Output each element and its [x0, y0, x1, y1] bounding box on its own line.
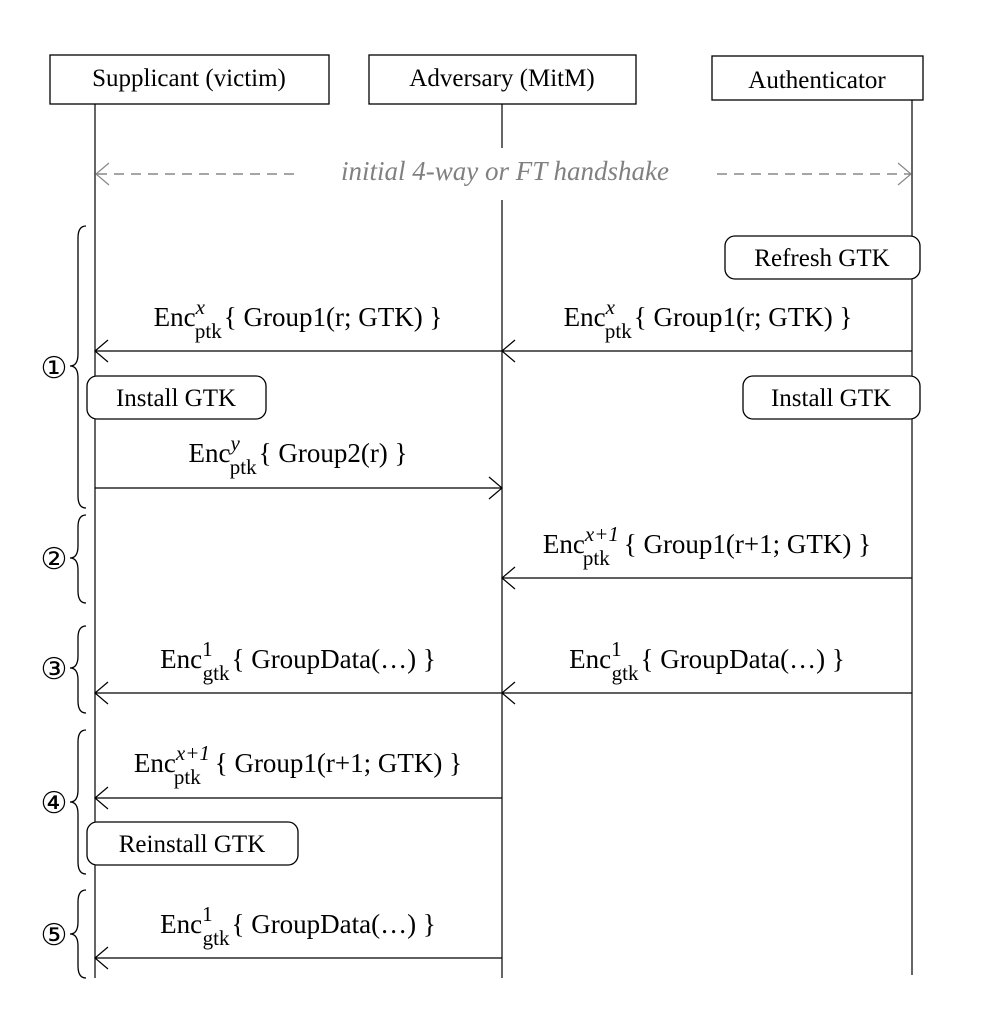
install-gtk-supplicant-box: Install GTK — [86, 375, 267, 420]
phase-5-brace: ⑤ — [41, 889, 87, 979]
phase-4-label: ④ — [41, 787, 68, 820]
participant-authenticator: Authenticator — [711, 55, 924, 101]
reinstall-gtk-label: Reinstall GTK — [119, 831, 266, 858]
phase-3-label: ③ — [41, 653, 68, 686]
participant-adversary: Adversary (MitM) — [368, 54, 637, 105]
install-gtk-supplicant-label: Install GTK — [116, 385, 236, 412]
phase-2-brace: ② — [41, 514, 87, 604]
refresh-gtk-label: Refresh GTK — [754, 245, 889, 272]
phase-2-label: ② — [41, 543, 68, 576]
reinstall-gtk-box: Reinstall GTK — [86, 821, 299, 866]
handshake-arrow: initial 4-way or FT handshake — [95, 156, 912, 186]
install-gtk-authenticator-box: Install GTK — [742, 375, 921, 420]
phase-3-brace: ③ — [41, 625, 87, 714]
participant-adversary-label: Adversary (MitM) — [409, 65, 594, 92]
phase-1-label: ① — [41, 352, 68, 385]
participant-supplicant: Supplicant (victim) — [49, 54, 330, 105]
refresh-gtk-box: Refresh GTK — [724, 235, 921, 280]
install-gtk-authenticator-label: Install GTK — [771, 385, 891, 412]
participant-authenticator-label: Authenticator — [748, 67, 886, 94]
handshake-label: initial 4-way or FT handshake — [341, 156, 669, 186]
phase-4-brace: ④ — [41, 729, 87, 875]
participant-supplicant-label: Supplicant (victim) — [92, 65, 286, 92]
phase-5-label: ⑤ — [41, 919, 68, 952]
phase-1-brace: ① — [41, 225, 87, 509]
